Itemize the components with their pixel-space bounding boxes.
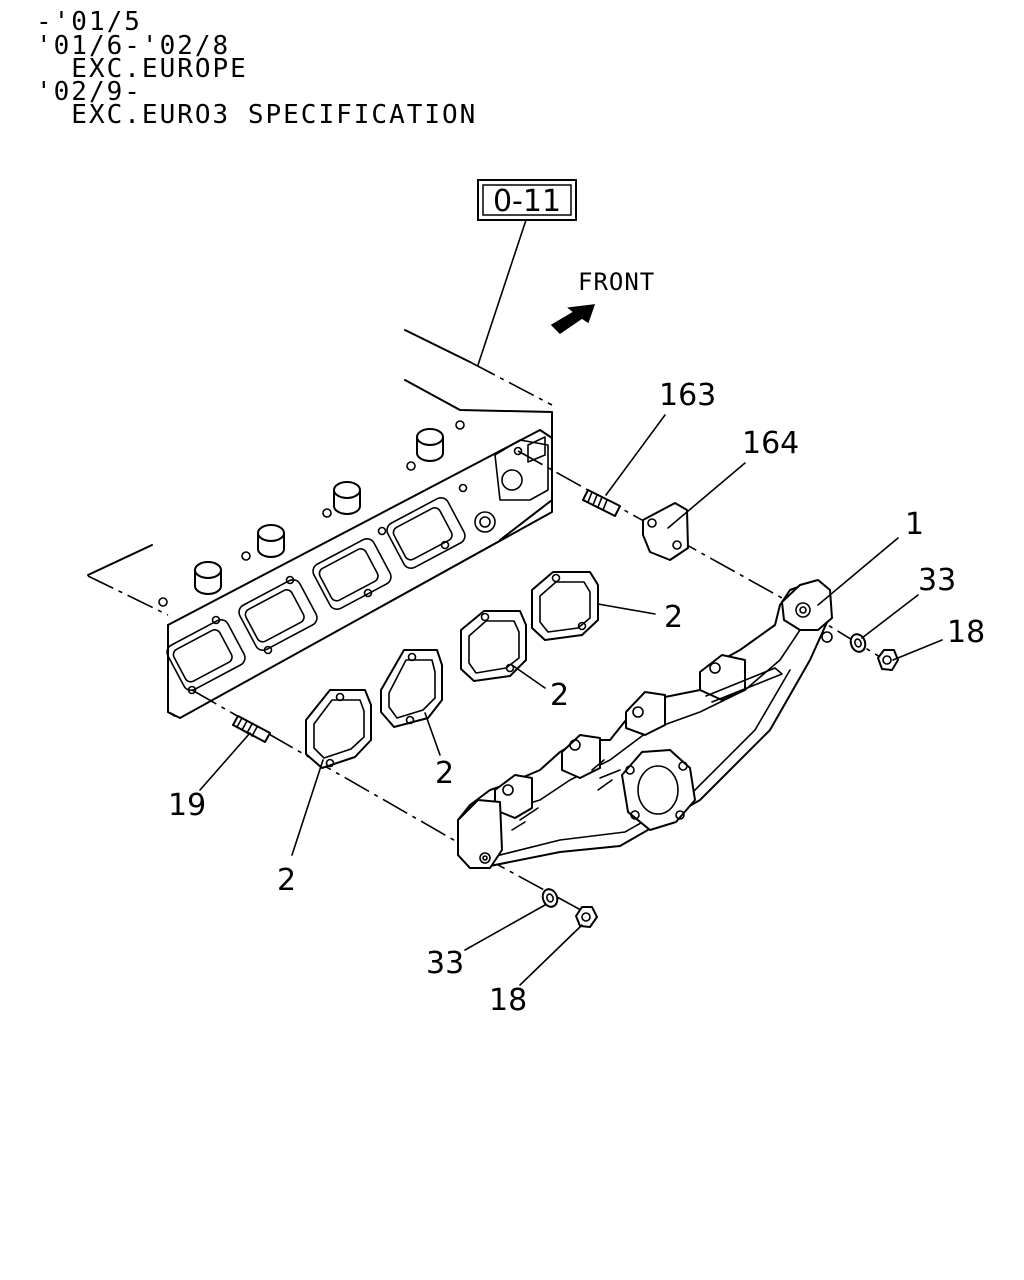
callout-163: 163 bbox=[659, 378, 716, 413]
callout-19: 19 bbox=[168, 788, 206, 823]
upper-assembly-axis bbox=[517, 450, 801, 609]
callout-2-rear: 2 bbox=[664, 600, 683, 635]
exhaust-manifold-1[interactable] bbox=[457, 579, 833, 869]
gasket-2-front[interactable] bbox=[305, 689, 372, 769]
gasket-2-rear[interactable] bbox=[531, 571, 599, 641]
callout-33-bottom: 33 bbox=[426, 946, 464, 981]
washer-33-bottom[interactable] bbox=[540, 887, 559, 909]
stud-19[interactable] bbox=[232, 715, 271, 743]
note-line-1: -'01/5 bbox=[36, 7, 142, 37]
cylinder-head bbox=[87, 329, 553, 719]
leader-lines bbox=[199, 414, 943, 986]
reference-leader-line bbox=[477, 219, 527, 366]
callout-labels: 163 164 1 33 18 2 2 2 2 19 33 18 bbox=[168, 378, 985, 1018]
callout-2-front: 2 bbox=[277, 863, 296, 898]
callout-2-mid-front: 2 bbox=[435, 756, 454, 791]
front-indicator: FRONT bbox=[550, 268, 655, 334]
gasket-164[interactable] bbox=[642, 502, 689, 561]
callout-18-right: 18 bbox=[947, 615, 985, 650]
note-line-4: '02/9- bbox=[36, 77, 142, 107]
callout-18-bottom: 18 bbox=[489, 983, 527, 1018]
note-line-2: '01/6-'02/8 bbox=[36, 31, 230, 61]
callout-2-mid-rear: 2 bbox=[550, 678, 569, 713]
note-line-3: EXC.EUROPE bbox=[36, 54, 248, 84]
gasket-2-mid-rear[interactable] bbox=[460, 610, 527, 682]
stud-163[interactable] bbox=[582, 489, 621, 517]
nut-18-right[interactable] bbox=[877, 649, 899, 671]
reference-box-label: 0-11 bbox=[493, 184, 561, 219]
reference-box[interactable]: 0-11 bbox=[477, 179, 577, 221]
front-arrow-icon bbox=[550, 304, 596, 334]
note-line-5: EXC.EURO3 SPECIFICATION bbox=[36, 100, 477, 130]
callout-164: 164 bbox=[742, 426, 799, 461]
callout-1: 1 bbox=[905, 507, 924, 542]
nut-18-bottom[interactable] bbox=[575, 906, 598, 928]
gasket-2-mid-front[interactable] bbox=[380, 649, 443, 728]
front-label: FRONT bbox=[578, 268, 655, 296]
callout-33-right: 33 bbox=[918, 563, 956, 598]
applicability-notes: -'01/5 '01/6-'02/8 EXC.EUROPE '02/9- EXC… bbox=[36, 7, 477, 130]
